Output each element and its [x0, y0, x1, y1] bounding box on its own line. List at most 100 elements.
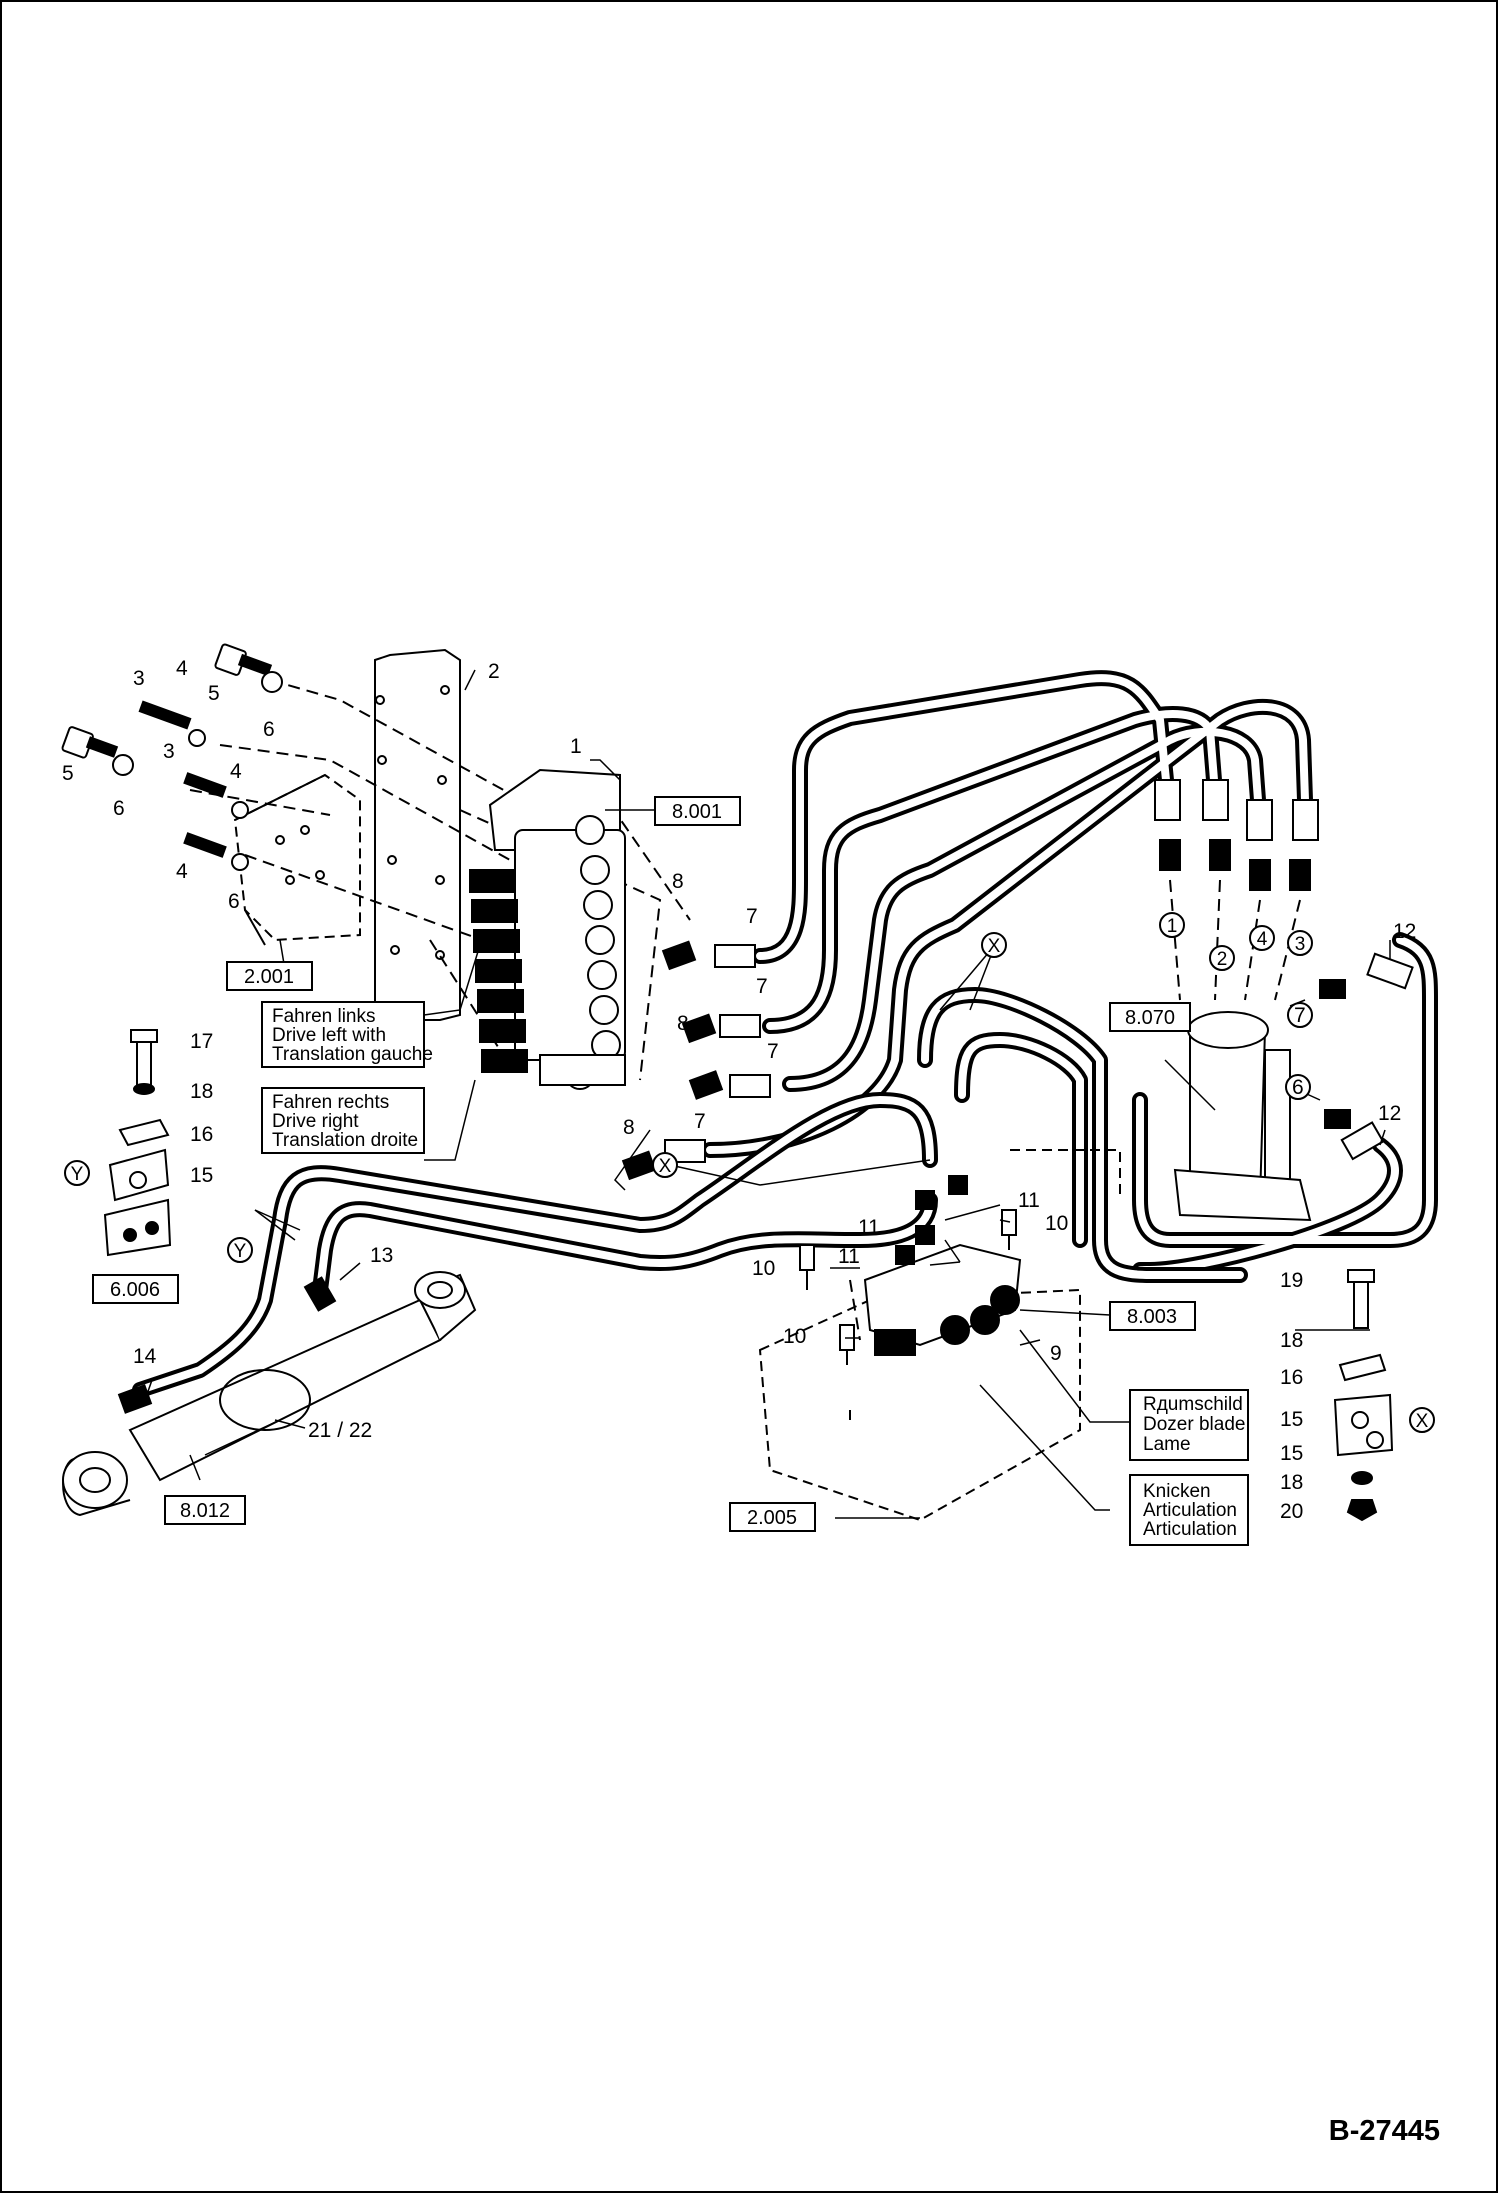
bolts-10 — [799, 1209, 1017, 1365]
ref-8003: 8.003 — [1127, 1306, 1177, 1328]
callout-8a: 8 — [672, 870, 684, 893]
function-labels: Fahren links Drive left with Translation… — [272, 1006, 1245, 1540]
marker-y-hose: Y — [234, 1241, 247, 1262]
label-fahren-links-en: Drive left with — [272, 1025, 386, 1046]
hoses — [132, 670, 1438, 1398]
ref-8012: 8.012 — [180, 1500, 230, 1522]
label-articulation-en: Articulation — [1143, 1500, 1237, 1521]
callout-17: 17 — [190, 1030, 213, 1053]
label-fahren-links-de: Fahren links — [272, 1006, 376, 1027]
callout-6d: 6 — [1292, 1076, 1304, 1099]
callout-8b: 8 — [677, 945, 689, 968]
callout-5a: 5 — [208, 682, 220, 705]
callout-14: 14 — [133, 1345, 157, 1368]
callout-9: 9 — [1050, 1342, 1062, 1365]
circle-markers — [64, 912, 1435, 1433]
label-dozer-fr: Lame — [1143, 1434, 1191, 1455]
label-dozer-de: Rдumschild — [1143, 1394, 1243, 1415]
callout-10a: 10 — [752, 1257, 775, 1280]
callout-15a: 15 — [190, 1164, 213, 1187]
label-boxes — [92, 796, 1249, 1546]
callout-15c: 15 — [1280, 1442, 1303, 1465]
dozer-control-valve — [863, 1243, 1022, 1356]
callout-15b: 15 — [1280, 1408, 1303, 1431]
callout-6b: 6 — [113, 797, 125, 820]
callout-4c: 4 — [176, 860, 188, 883]
callout-6a: 6 — [263, 718, 275, 741]
callout-2: 2 — [488, 660, 500, 683]
callout-6c: 6 — [228, 890, 240, 913]
fittings-11 — [895, 1175, 968, 1265]
marker-x-top: X — [988, 936, 1001, 957]
label-fahren-rechts-en: Drive right — [272, 1111, 359, 1132]
callout-16b: 16 — [1280, 1366, 1303, 1389]
callout-3b: 3 — [163, 740, 175, 763]
label-articulation-de: Knicken — [1143, 1481, 1211, 1502]
fittings-8 — [621, 940, 724, 1181]
callout-7b: 7 — [756, 975, 768, 998]
right-clamp-stack — [1333, 1269, 1394, 1522]
callout-12a: 12 — [1393, 920, 1416, 943]
callout-7a: 7 — [746, 905, 758, 928]
callout-18a: 18 — [190, 1080, 213, 1103]
callout-13: 13 — [370, 1244, 393, 1267]
port-marker-1: 1 — [1167, 916, 1178, 937]
ref-6006: 6.006 — [110, 1279, 160, 1301]
port-marker-3: 3 — [1295, 934, 1306, 955]
label-articulation-fr: Articulation — [1143, 1519, 1237, 1540]
label-dozer-en: Dozer blade — [1143, 1414, 1245, 1435]
bolts-5-3-4 — [61, 643, 283, 871]
swivel-fittings — [1154, 779, 1319, 891]
port-marker-4: 4 — [1257, 929, 1268, 950]
callout-8c: 8 — [677, 1012, 689, 1035]
main-control-valve — [469, 768, 626, 1090]
callout-7c: 7 — [767, 1040, 779, 1063]
callout-21-22: 21 / 22 — [308, 1419, 372, 1442]
port-markers: 1 2 4 3 — [1167, 916, 1306, 970]
callout-20: 20 — [1280, 1500, 1303, 1523]
callout-8d: 8 — [623, 1116, 635, 1139]
port-marker-2: 2 — [1217, 949, 1228, 970]
callout-3a: 3 — [133, 667, 145, 690]
callout-10b: 10 — [1045, 1212, 1068, 1235]
fittings-7 — [664, 944, 771, 1163]
callout-1: 1 — [570, 735, 582, 758]
callout-5b: 5 — [62, 762, 74, 785]
label-fahren-links-fr: Translation gauche — [272, 1044, 433, 1065]
mounting-plate — [374, 648, 461, 1021]
ref-8070: 8.070 — [1125, 1007, 1175, 1029]
callout-4a: 4 — [176, 657, 188, 680]
part-callouts: 1 2 3 3 4 4 4 5 5 6 6 6 6 7 7 7 7 7 8 8 … — [62, 657, 1416, 1523]
marker-x-right: X — [1416, 1411, 1429, 1432]
callout-18c: 18 — [1280, 1471, 1303, 1494]
label-fahren-rechts-fr: Translation droite — [272, 1130, 418, 1151]
callout-11c: 11 — [838, 1245, 860, 1268]
callout-16a: 16 — [190, 1123, 213, 1146]
dozer-cylinder — [62, 1271, 477, 1517]
reference-texts: 8.001 2.001 6.006 8.012 8.070 8.003 2.00… — [110, 801, 1177, 1529]
callout-4b: 4 — [230, 760, 242, 783]
elbow-fittings — [1319, 952, 1414, 1161]
callout-11b: 11 — [858, 1216, 880, 1239]
callout-18b: 18 — [1280, 1329, 1303, 1352]
ref-2005: 2.005 — [747, 1507, 797, 1529]
fittings-13-14 — [117, 1276, 337, 1414]
section-markers: X X X Y Y — [71, 936, 1429, 1432]
ref-2001: 2.001 — [244, 966, 294, 988]
ref-8001: 8.001 — [672, 801, 722, 823]
marker-y-left: Y — [71, 1164, 84, 1185]
callout-19: 19 — [1280, 1269, 1303, 1292]
label-fahren-rechts-de: Fahren rechts — [272, 1092, 389, 1113]
marker-x-left: X — [659, 1156, 672, 1177]
callout-11a: 11 — [1018, 1189, 1040, 1212]
callout-7e: 7 — [1294, 1004, 1306, 1027]
callout-7d: 7 — [694, 1110, 706, 1133]
rotary-swivel — [1173, 1011, 1312, 1222]
callout-12b: 12 — [1378, 1102, 1401, 1125]
callout-10c: 10 — [783, 1325, 806, 1348]
left-clamp-stack — [103, 1029, 172, 1257]
document-id: B-27445 — [1329, 2115, 1440, 2147]
